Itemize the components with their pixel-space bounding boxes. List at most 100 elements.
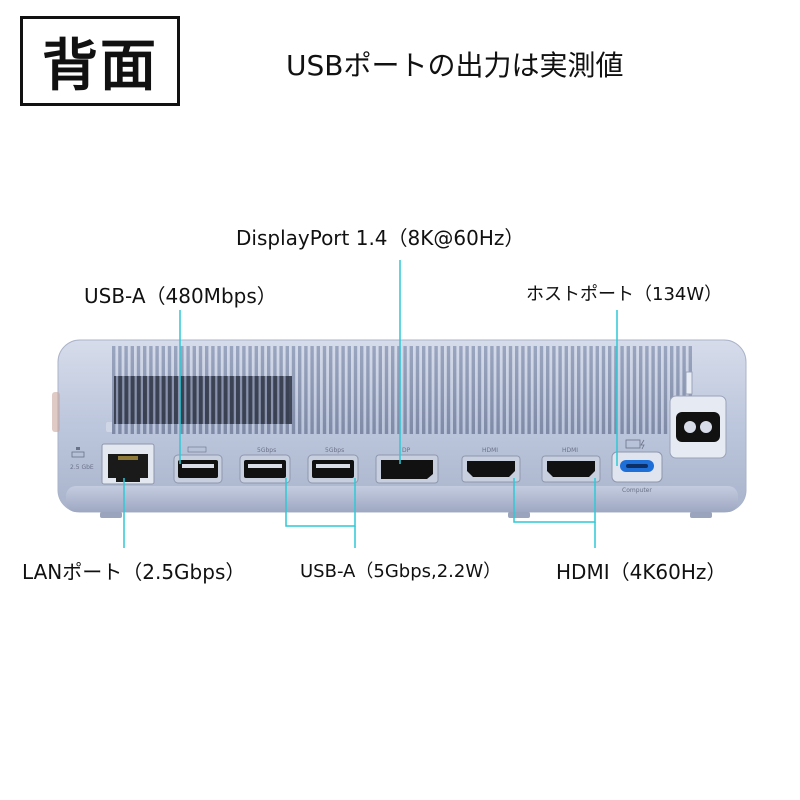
- label-usb-a-480: USB-A（480Mbps）: [84, 284, 277, 308]
- vent-fin: [341, 346, 345, 434]
- vent-fin: [639, 346, 643, 434]
- vent-fin-dark: [153, 376, 156, 424]
- vent-fin: [601, 346, 606, 434]
- label-host-port: ホストポート（134W）: [526, 284, 723, 305]
- vent-fin: [564, 346, 568, 434]
- rear-badge: 背面: [20, 16, 180, 106]
- vent-fin-dark: [283, 376, 286, 424]
- lan-icon: [71, 447, 85, 458]
- label-usb-a-5g: USB-A（5Gbps,2.2W）: [300, 561, 502, 582]
- vent-fin: [515, 346, 519, 434]
- vent-fin-dark: [258, 376, 261, 424]
- vent-fin-dark: [209, 376, 212, 424]
- hdmi-port-2: [541, 455, 601, 483]
- vent-fin: [496, 346, 500, 434]
- hdmi-2-mark: HDMI: [562, 447, 578, 454]
- power-inlet: [669, 371, 727, 459]
- vent-fin: [298, 346, 302, 434]
- dp-mark: DP: [402, 447, 411, 454]
- vent-fin: [502, 346, 506, 434]
- vent-fin-dark: [165, 376, 168, 424]
- vent-fin-dark: [277, 376, 280, 424]
- usb-a-480-mark: [187, 446, 207, 453]
- vent-fin: [446, 346, 451, 434]
- vent-fin: [415, 346, 420, 434]
- vent-fin: [310, 346, 314, 434]
- lan-port: [101, 443, 155, 485]
- vent-fin: [397, 346, 401, 434]
- label-hdmi: HDMI（4K60Hz）: [556, 560, 727, 584]
- vent-fin: [490, 346, 494, 434]
- vent-fin: [670, 346, 674, 434]
- vent-fin: [329, 346, 333, 434]
- vent-fin: [366, 346, 370, 434]
- vent-fin: [353, 346, 358, 434]
- callout-usb-5g-bracket: [285, 478, 356, 527]
- vent-fin-dark: [227, 376, 230, 424]
- vent-fin: [304, 346, 308, 434]
- vent-fin-dark: [202, 376, 205, 424]
- vent-fin: [508, 346, 513, 434]
- hdmi-port-1: [461, 455, 521, 483]
- vent-fin: [546, 346, 550, 434]
- vent-fin: [378, 346, 382, 434]
- host-usb-c-port: [611, 451, 663, 483]
- vent-fin-dark: [196, 376, 199, 424]
- vent-fin: [620, 346, 624, 434]
- usb-a-480-port: [173, 454, 223, 484]
- vent-fin: [459, 346, 463, 434]
- vent-fin: [614, 346, 618, 434]
- vent-fin-dark: [116, 376, 119, 424]
- vent-fin-dark: [122, 376, 125, 424]
- vent-fin-dark: [134, 376, 137, 424]
- vent-fin: [663, 346, 668, 434]
- vent-fin: [322, 346, 327, 434]
- callout-lines: [123, 260, 618, 548]
- callout-hdmi-bracket: [513, 478, 596, 523]
- vent-fin-dark: [246, 376, 249, 424]
- vent-fin: [360, 346, 364, 434]
- computer-mark: Computer: [622, 487, 652, 494]
- vent-fin-dark: [159, 376, 162, 424]
- vent-fin: [570, 346, 575, 434]
- vent-fin-dark: [184, 376, 187, 424]
- vent-fin: [291, 346, 296, 434]
- vent-fin: [372, 346, 376, 434]
- vent-fin-dark: [190, 376, 193, 424]
- vent-fin: [434, 346, 438, 434]
- vent-fin: [335, 346, 339, 434]
- vent-fin: [527, 346, 531, 434]
- vent-fin-dark: [252, 376, 255, 424]
- vent-fin: [521, 346, 525, 434]
- vent-fin-dark: [240, 376, 243, 424]
- vent-fins-dark: [116, 376, 286, 424]
- vent-fin-dark: [147, 376, 150, 424]
- hdmi-1-mark: HDMI: [482, 447, 498, 454]
- displayport-port: [375, 454, 439, 484]
- vent-fin: [583, 346, 587, 434]
- vent-fin: [112, 346, 116, 434]
- vent-fin: [608, 346, 612, 434]
- vent-fin: [391, 346, 395, 434]
- vent-fin: [316, 346, 320, 434]
- lan-mark: 2.5 GbE: [70, 464, 94, 471]
- vent-fin-dark: [178, 376, 181, 424]
- vent-fin: [651, 346, 655, 434]
- vent-fin: [595, 346, 599, 434]
- vent-fin-dark: [264, 376, 267, 424]
- vent-fin: [645, 346, 649, 434]
- vent-fin: [465, 346, 469, 434]
- label-lan: LANポート（2.5Gbps）: [22, 560, 246, 584]
- vent-fin: [533, 346, 537, 434]
- usb5g-1-mark: 5Gbps: [257, 447, 276, 454]
- vent-fin-dark: [128, 376, 131, 424]
- vent-fin: [409, 346, 413, 434]
- vent-fin: [422, 346, 426, 434]
- vent-fin-dark: [140, 376, 143, 424]
- vent-fin: [626, 346, 630, 434]
- vent-fin: [657, 346, 661, 434]
- vent-fin: [539, 346, 544, 434]
- page-heading: USBポートの出力は実測値: [286, 49, 624, 82]
- vent-fin: [577, 346, 581, 434]
